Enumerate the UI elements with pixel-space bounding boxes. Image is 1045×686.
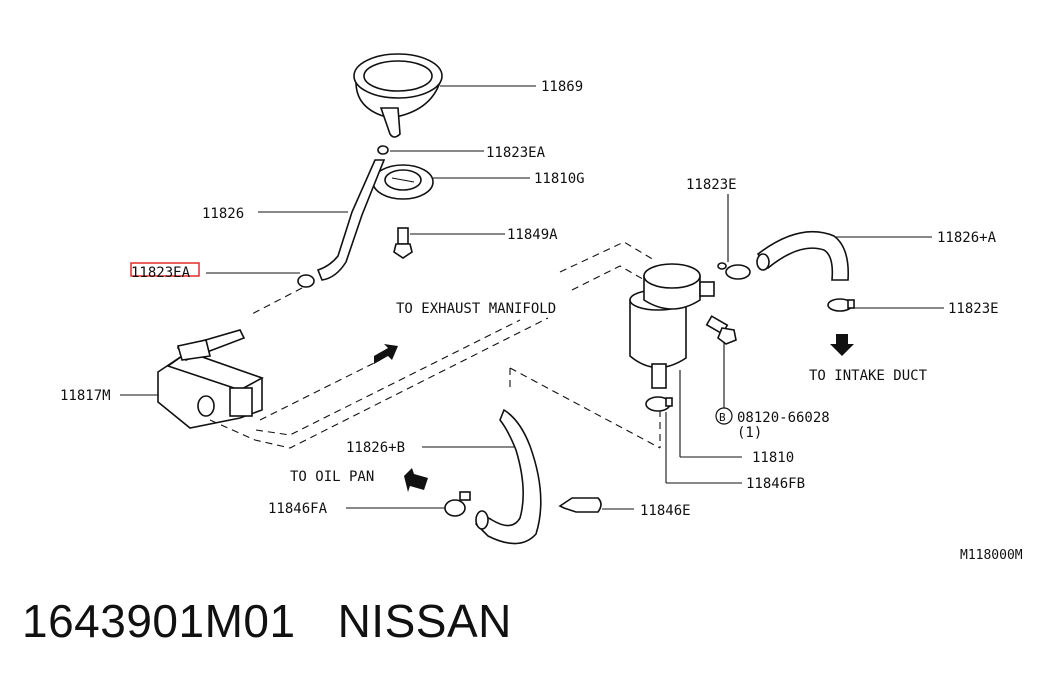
part-11826B-hose[interactable] <box>475 408 542 545</box>
label-to-exhaust-manifold: TO EXHAUST MANIFOLD <box>396 301 556 317</box>
part-11849A-bolt[interactable] <box>393 227 413 259</box>
part-11817M-separator[interactable] <box>157 329 264 429</box>
part-11810G-valve[interactable] <box>372 164 434 200</box>
label-11823E-top: 11823E <box>686 177 737 193</box>
label-diagram-ref: M118000M <box>960 548 1023 563</box>
part-11846FA-clamp[interactable] <box>444 491 471 517</box>
part-11846FB-clamp[interactable] <box>645 396 673 412</box>
footer-part-number: 1643901M01 <box>22 595 296 647</box>
label-11817M: 11817M <box>60 388 111 404</box>
label-11849A: 11849A <box>507 227 558 243</box>
part-11810-canister[interactable] <box>629 263 715 389</box>
part-11869-cap[interactable] <box>353 53 443 138</box>
label-bolt-circle: B <box>719 411 726 424</box>
label-bolt-qty: (1) <box>737 425 762 441</box>
label-11846FA: 11846FA <box>268 501 328 517</box>
part-11823EA-clip[interactable] <box>297 274 315 288</box>
part-11823E-clamp-right[interactable] <box>827 298 855 312</box>
arrow-to-exhaust-icon <box>374 344 398 364</box>
label-08120-66028: 08120-66028 <box>737 410 830 426</box>
part-11826-hose[interactable] <box>316 159 386 281</box>
label-to-oil-pan: TO OIL PAN <box>290 469 374 485</box>
part-11846E-bracket[interactable] <box>558 497 602 513</box>
label-to-intake-duct: TO INTAKE DUCT <box>809 368 928 384</box>
arrow-to-intake-icon <box>830 334 854 356</box>
label-11823E-right: 11823E <box>948 301 999 317</box>
label-11826B: 11826+B <box>346 440 405 456</box>
label-11826A: 11826+A <box>937 230 997 246</box>
part-11823EA-grommet[interactable] <box>377 145 389 155</box>
label-11826: 11826 <box>202 206 244 222</box>
label-11846E: 11846E <box>640 503 691 519</box>
label-11869: 11869 <box>541 79 583 95</box>
footer-caption: 1643901M01 NISSAN <box>22 594 512 648</box>
label-11823EA-top: 11823EA <box>486 145 546 161</box>
part-11826A-hose[interactable] <box>756 230 850 281</box>
label-11823EA-left: 11823EA <box>131 265 191 281</box>
label-11810G: 11810G <box>534 171 585 187</box>
label-11810: 11810 <box>752 450 794 466</box>
part-11823E-clamp-top[interactable] <box>717 262 751 280</box>
highlight-box <box>130 262 200 277</box>
footer-brand: NISSAN <box>337 595 512 647</box>
part-08120-66028-bolt[interactable] <box>705 315 737 345</box>
bolt-b-circle-icon <box>715 407 733 425</box>
label-11846FB: 11846FB <box>746 476 805 492</box>
arrow-to-oil-pan-icon <box>404 468 428 492</box>
